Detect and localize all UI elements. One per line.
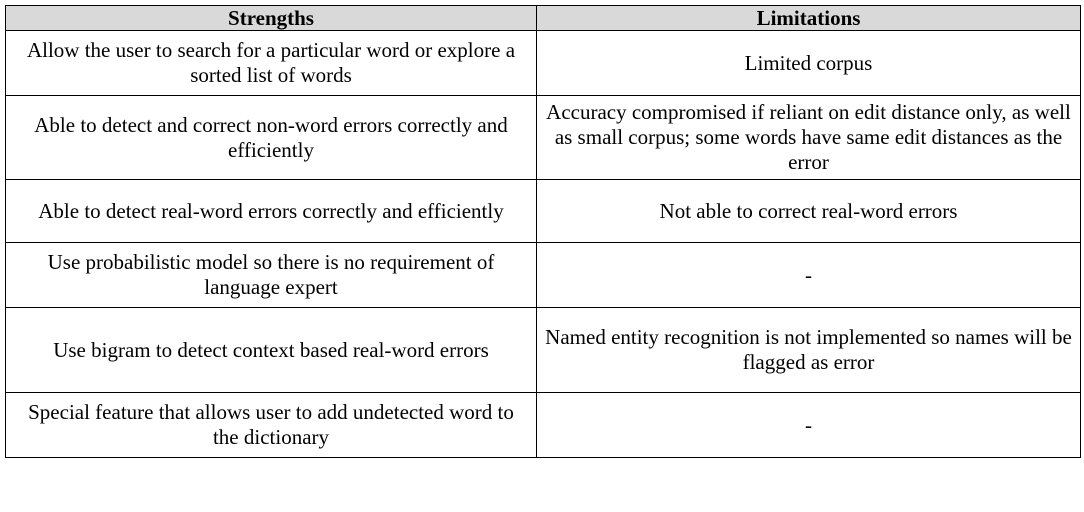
limitation-cell: -: [536, 242, 1081, 308]
header-strengths: Strengths: [5, 5, 537, 31]
limitation-text: -: [805, 412, 812, 437]
limitation-cell: Limited corpus: [536, 30, 1081, 96]
limitation-text: Limited corpus: [744, 50, 873, 75]
strength-cell: Able to detect and correct non-word erro…: [5, 95, 537, 180]
strength-cell: Allow the user to search for a particula…: [5, 30, 537, 96]
strength-text: Use bigram to detect context based real-…: [53, 337, 489, 362]
table-row: Special feature that allows user to add …: [5, 392, 1081, 458]
strength-text: Allow the user to search for a particula…: [26, 38, 516, 87]
table-row: Allow the user to search for a particula…: [5, 30, 1081, 96]
strength-text: Able to detect real-word errors correctl…: [38, 198, 504, 223]
strength-text: Able to detect and correct non-word erro…: [34, 112, 508, 162]
strength-cell: Use probabilistic model so there is no r…: [5, 242, 537, 308]
table-row: Able to detect real-word errors correctl…: [5, 179, 1081, 243]
limitation-cell: Named entity recognition is not implemen…: [536, 307, 1081, 393]
table-row: Able to detect and correct non-word erro…: [5, 95, 1081, 180]
strength-cell: Special feature that allows user to add …: [5, 392, 537, 458]
limitation-text: Accuracy compromised if reliant on edit …: [546, 100, 1071, 174]
limitation-cell: -: [536, 392, 1081, 458]
limitation-cell: Not able to correct real-word errors: [536, 179, 1081, 243]
strengths-limitations-table: Strengths Limitations Allow the user to …: [5, 5, 1081, 458]
header-limitations: Limitations: [536, 5, 1081, 31]
strength-text: Use probabilistic model so there is no r…: [47, 250, 495, 299]
limitation-cell: Accuracy compromised if reliant on edit …: [536, 95, 1081, 180]
strength-cell: Use bigram to detect context based real-…: [5, 307, 537, 393]
limitation-text: Named entity recognition is not implemen…: [545, 325, 1072, 374]
strength-cell: Able to detect real-word errors correctl…: [5, 179, 537, 243]
table-row: Use probabilistic model so there is no r…: [5, 242, 1081, 308]
limitation-text: -: [805, 262, 812, 287]
header-row: Strengths Limitations: [5, 5, 1081, 31]
limitation-text: Not able to correct real-word errors: [659, 198, 958, 223]
table-row: Use bigram to detect context based real-…: [5, 307, 1081, 393]
strength-text: Special feature that allows user to add …: [28, 400, 514, 449]
